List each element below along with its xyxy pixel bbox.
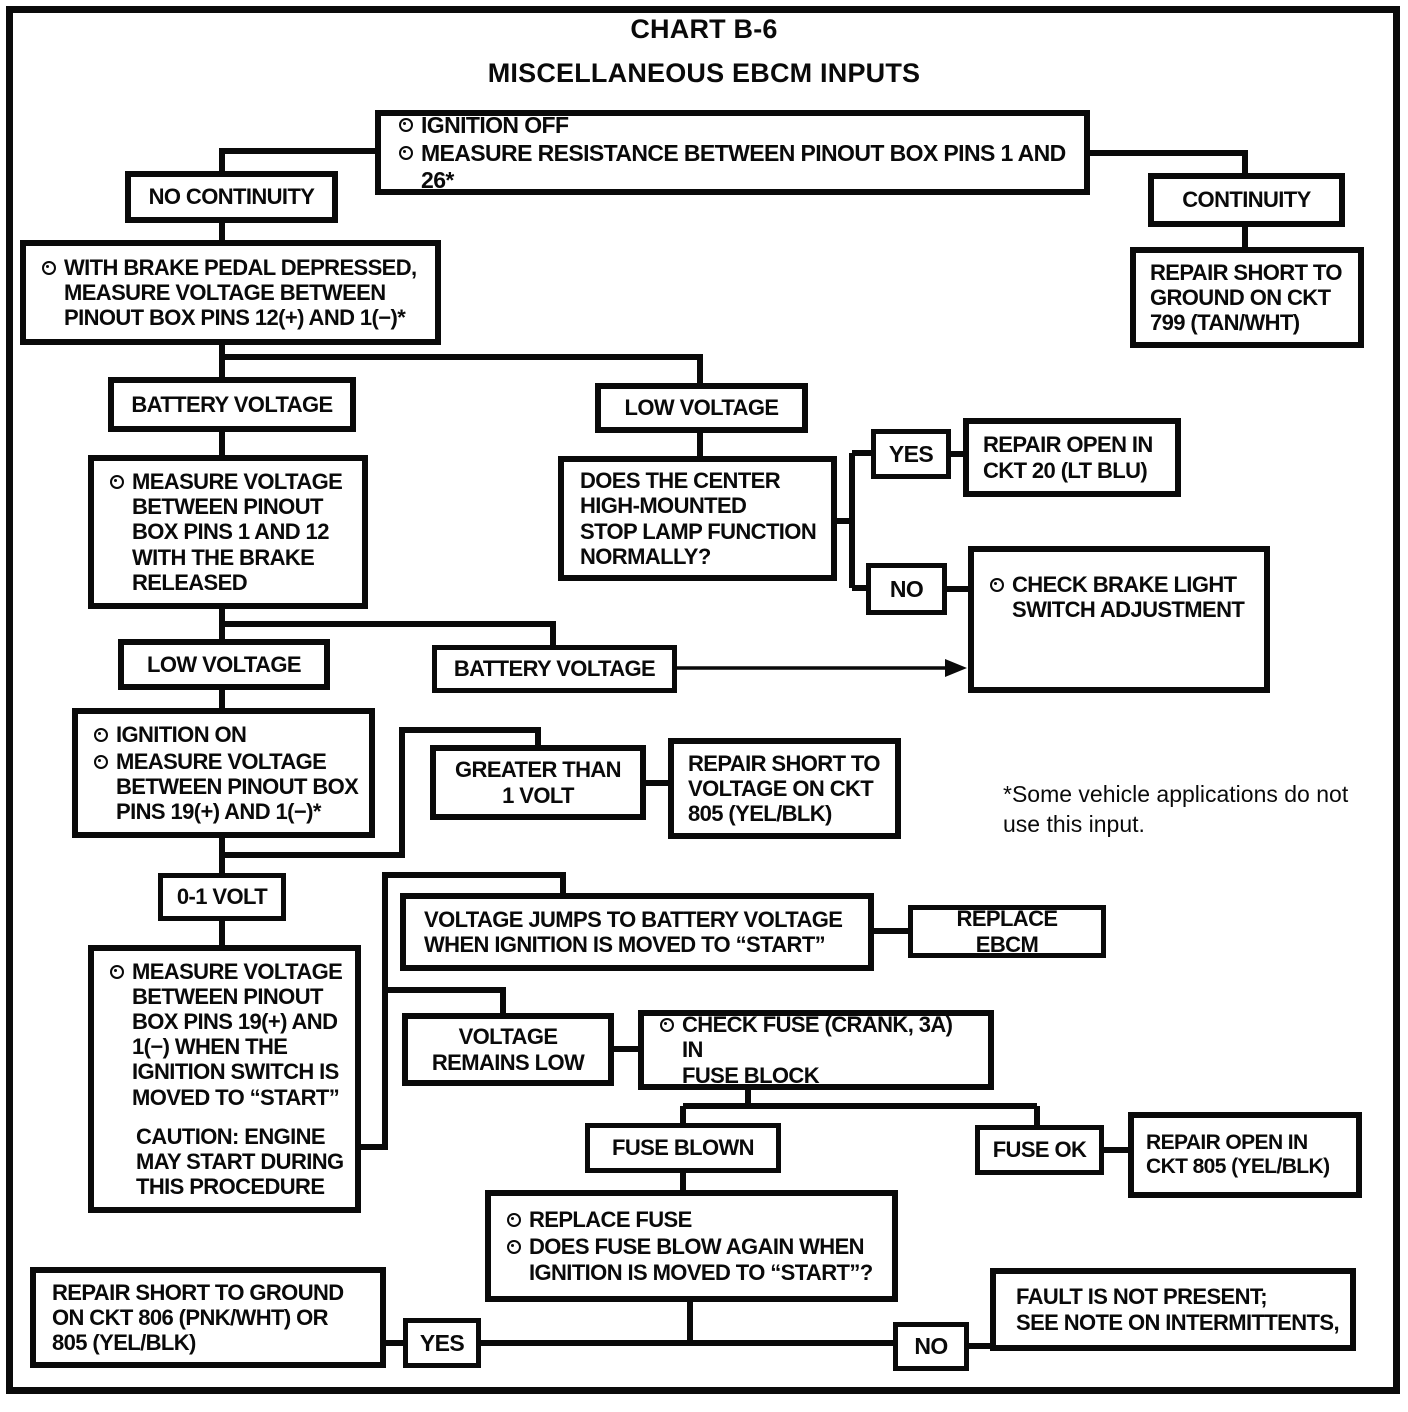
box-battery-voltage-1: BATTERY VOLTAGE [108,377,356,432]
box-label: FUSE BLOWN [612,1135,754,1161]
box-greater-than-1v: GREATER THAN 1 VOLT [430,745,646,820]
box-check-fuse: CHECK FUSE (CRANK, 3A) IN FUSE BLOCK [638,1010,994,1090]
box-text: MEASURE VOLTAGE BETWEEN PINOUT BOX PINS … [132,469,343,595]
box-text: REPAIR OPEN IN CKT 20 (LT BLU) [983,432,1153,483]
box-text: IGNITION OFF [421,112,569,139]
box-label: FUSE OK [992,1137,1087,1163]
box-label: NO CONTINUITY [148,184,315,210]
box-continuity: CONTINUITY [1148,173,1345,227]
box-text: DOES THE CENTER HIGH-MOUNTED STOP LAMP F… [580,468,817,569]
bullet-icon [94,754,108,769]
box-replace-fuse: REPLACE FUSE DOES FUSE BLOW AGAIN WHEN I… [485,1190,898,1302]
box-text: MEASURE VOLTAGE BETWEEN PINOUT BOX PINS … [132,959,343,1110]
chart-title: CHART B-6 [630,14,778,44]
box-fuse-blown: FUSE BLOWN [585,1123,781,1173]
box-label: VOLTAGE REMAINS LOW [431,1024,585,1075]
chart-subtitle: MISCELLANEOUS EBCM INPUTS [487,58,921,88]
box-text: REPAIR SHORT TO VOLTAGE ON CKT 805 (YEL/… [688,750,880,827]
bullet-icon [990,578,1004,592]
box-measure-pins-1-12: MEASURE VOLTAGE BETWEEN PINOUT BOX PINS … [88,455,368,609]
box-0-1-volt: 0-1 VOLT [158,873,286,921]
bullet-icon [42,260,56,275]
bullet-icon [110,965,124,980]
box-no-1: NO [866,563,947,615]
box-no-continuity: NO CONTINUITY [125,171,338,223]
box-text: WITH BRAKE PEDAL DEPRESSED, MEASURE VOLT… [64,254,417,331]
box-repair-short-voltage-805: REPAIR SHORT TO VOLTAGE ON CKT 805 (YEL/… [668,738,901,839]
box-label: 0-1 VOLT [176,884,268,910]
bullet-icon [507,1213,521,1228]
box-text: REPAIR SHORT TO GROUND ON CKT 799 (TAN/W… [1150,259,1342,336]
box-text: MEASURE RESISTANCE BETWEEN PINOUT BOX PI… [421,140,1066,193]
box-repair-short-ground-806: REPAIR SHORT TO GROUND ON CKT 806 (PNK/W… [30,1267,386,1368]
box-label: LOW VOLTAGE [624,395,780,421]
box-no-2: NO [893,1322,969,1371]
box-yes-1: YES [871,429,951,479]
box-text: DOES FUSE BLOW AGAIN WHEN IGNITION IS MO… [529,1234,873,1285]
box-label: NO [914,1333,948,1360]
footnote: *Some vehicle applications do not use th… [1003,781,1349,837]
box-battery-voltage-2: BATTERY VOLTAGE [432,645,677,693]
arrowhead-icon [945,659,967,677]
box-ignition-on: IGNITION ON MEASURE VOLTAGE BETWEEN PINO… [72,708,375,838]
box-text: REPAIR OPEN IN CKT 805 (YEL/BLK) [1146,1131,1330,1178]
box-label: REPLACE EBCM [956,906,1059,957]
box-label: YES [888,440,934,467]
box-brake-pedal-depressed: WITH BRAKE PEDAL DEPRESSED, MEASURE VOLT… [20,240,441,345]
box-text: MEASURE VOLTAGE BETWEEN PINOUT BOX PINS … [116,748,359,825]
box-label: YES [419,1329,465,1356]
box-text: REPLACE FUSE [529,1207,692,1233]
box-repair-open-ckt20: REPAIR OPEN IN CKT 20 (LT BLU) [963,418,1181,497]
box-voltage-jumps: VOLTAGE JUMPS TO BATTERY VOLTAGE WHEN IG… [400,893,874,971]
box-label: CONTINUITY [1182,187,1311,213]
caution-text: CAUTION: ENGINE MAY START DURING THIS PR… [136,1123,344,1199]
box-voltage-remains-low: VOLTAGE REMAINS LOW [402,1013,614,1086]
box-text: VOLTAGE JUMPS TO BATTERY VOLTAGE WHEN IG… [424,906,843,957]
bullet-icon [399,118,413,133]
box-fuse-ok: FUSE OK [975,1125,1104,1175]
bullet-icon [507,1240,521,1255]
box-label: BATTERY VOLTAGE [131,391,333,417]
box-start: IGNITION OFF MEASURE RESISTANCE BETWEEN … [375,110,1090,195]
box-label: LOW VOLTAGE [147,651,302,677]
box-measure-pins-19-start: MEASURE VOLTAGE BETWEEN PINOUT BOX PINS … [88,945,361,1213]
box-yes-2: YES [403,1318,481,1368]
box-text: CHECK FUSE (CRANK, 3A) IN FUSE BLOCK [682,1012,953,1088]
box-repair-short-ground-799: REPAIR SHORT TO GROUND ON CKT 799 (TAN/W… [1130,247,1364,348]
box-stop-lamp-question: DOES THE CENTER HIGH-MOUNTED STOP LAMP F… [558,456,837,581]
box-replace-ebcm: REPLACE EBCM [908,905,1106,958]
box-label: GREATER THAN 1 VOLT [455,757,622,808]
box-fault-not-present: FAULT IS NOT PRESENT; SEE NOTE ON INTERM… [990,1268,1356,1351]
box-check-brake-light: CHECK BRAKE LIGHT SWITCH ADJUSTMENT [968,546,1270,693]
box-low-voltage-1: LOW VOLTAGE [595,383,808,433]
box-label: NO [889,575,924,602]
bullet-icon [110,475,124,490]
box-text: CHECK BRAKE LIGHT SWITCH ADJUSTMENT [1012,572,1245,623]
box-low-voltage-2: LOW VOLTAGE [118,639,330,690]
bullet-icon [660,1018,674,1033]
box-text: REPAIR SHORT TO GROUND ON CKT 806 (PNK/W… [52,1279,344,1356]
box-repair-open-805: REPAIR OPEN IN CKT 805 (YEL/BLK) [1128,1112,1362,1198]
bullet-icon [94,727,108,742]
box-text: IGNITION ON [116,721,247,747]
box-label: BATTERY VOLTAGE [453,656,656,682]
bullet-icon [399,146,413,161]
page-border [6,6,1400,1394]
box-text: FAULT IS NOT PRESENT; SEE NOTE ON INTERM… [1016,1284,1340,1335]
